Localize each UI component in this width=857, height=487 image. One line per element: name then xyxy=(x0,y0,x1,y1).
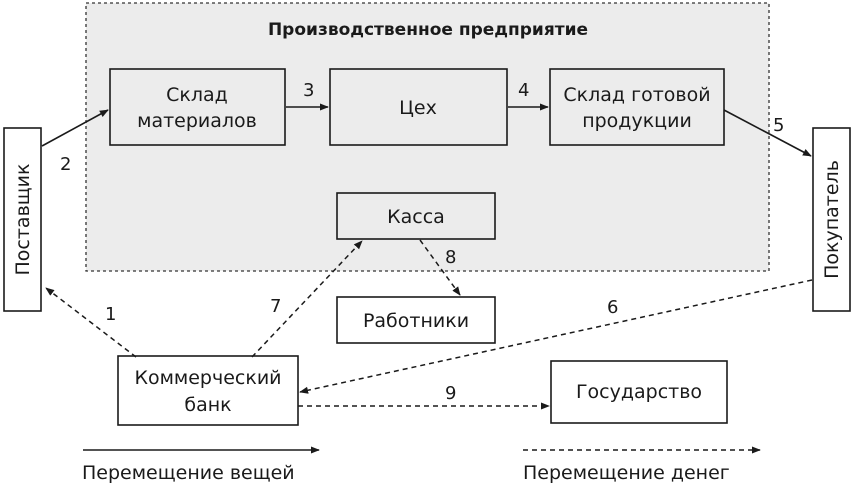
flow-8-number: 8 xyxy=(445,247,456,268)
cashbox-label: Касса xyxy=(387,206,445,228)
flow-5-arrow xyxy=(723,109,812,157)
flow-6-arrow xyxy=(299,279,813,394)
legend-money-label: Перемещение денег xyxy=(523,462,730,484)
enterprise-title: Производственное предприятие xyxy=(268,20,588,40)
workers-node: Работники xyxy=(336,296,496,344)
flow-4-number: 4 xyxy=(518,80,529,101)
cashbox-node: Касса xyxy=(336,192,496,240)
flow-7-number: 7 xyxy=(270,296,281,317)
workshop-label: Цех xyxy=(399,97,437,119)
flow-2-number: 2 xyxy=(60,154,71,175)
bank-label-2: банк xyxy=(184,394,231,416)
workshop-node: Цех xyxy=(329,68,508,146)
flow-1-number: 1 xyxy=(105,304,116,325)
flow-6-number: 6 xyxy=(607,297,618,318)
buyer-label: Покупатель xyxy=(821,160,843,279)
supplier-label: Поставщик xyxy=(12,164,34,276)
flow-8-arrow xyxy=(419,239,461,296)
bank-label-1: Коммерческий xyxy=(134,367,281,389)
legend-goods-label: Перемещение вещей xyxy=(82,462,295,484)
state-label: Государство xyxy=(576,381,702,403)
warehouse-materials-node: Склад материалов xyxy=(109,68,286,146)
flow-5-number: 5 xyxy=(773,115,784,136)
warehouse-materials-label-1: Склад xyxy=(166,84,228,106)
bank-node: Коммерческий банк xyxy=(117,355,299,426)
warehouse-products-node: Склад готовой продукции xyxy=(549,68,725,146)
warehouse-products-label-2: продукции xyxy=(582,110,692,132)
warehouse-materials-label-2: материалов xyxy=(137,110,257,132)
supplier-node: Поставщик xyxy=(3,127,42,312)
state-node: Государство xyxy=(550,360,728,424)
flow-9-number: 9 xyxy=(445,383,456,404)
flow-3-number: 3 xyxy=(303,80,314,101)
flow-2-arrow xyxy=(41,109,109,147)
warehouse-products-label-1: Склад готовой xyxy=(563,84,710,106)
buyer-node: Покупатель xyxy=(812,127,851,312)
flow-1-arrow xyxy=(45,287,137,358)
workers-label: Работники xyxy=(363,310,469,332)
